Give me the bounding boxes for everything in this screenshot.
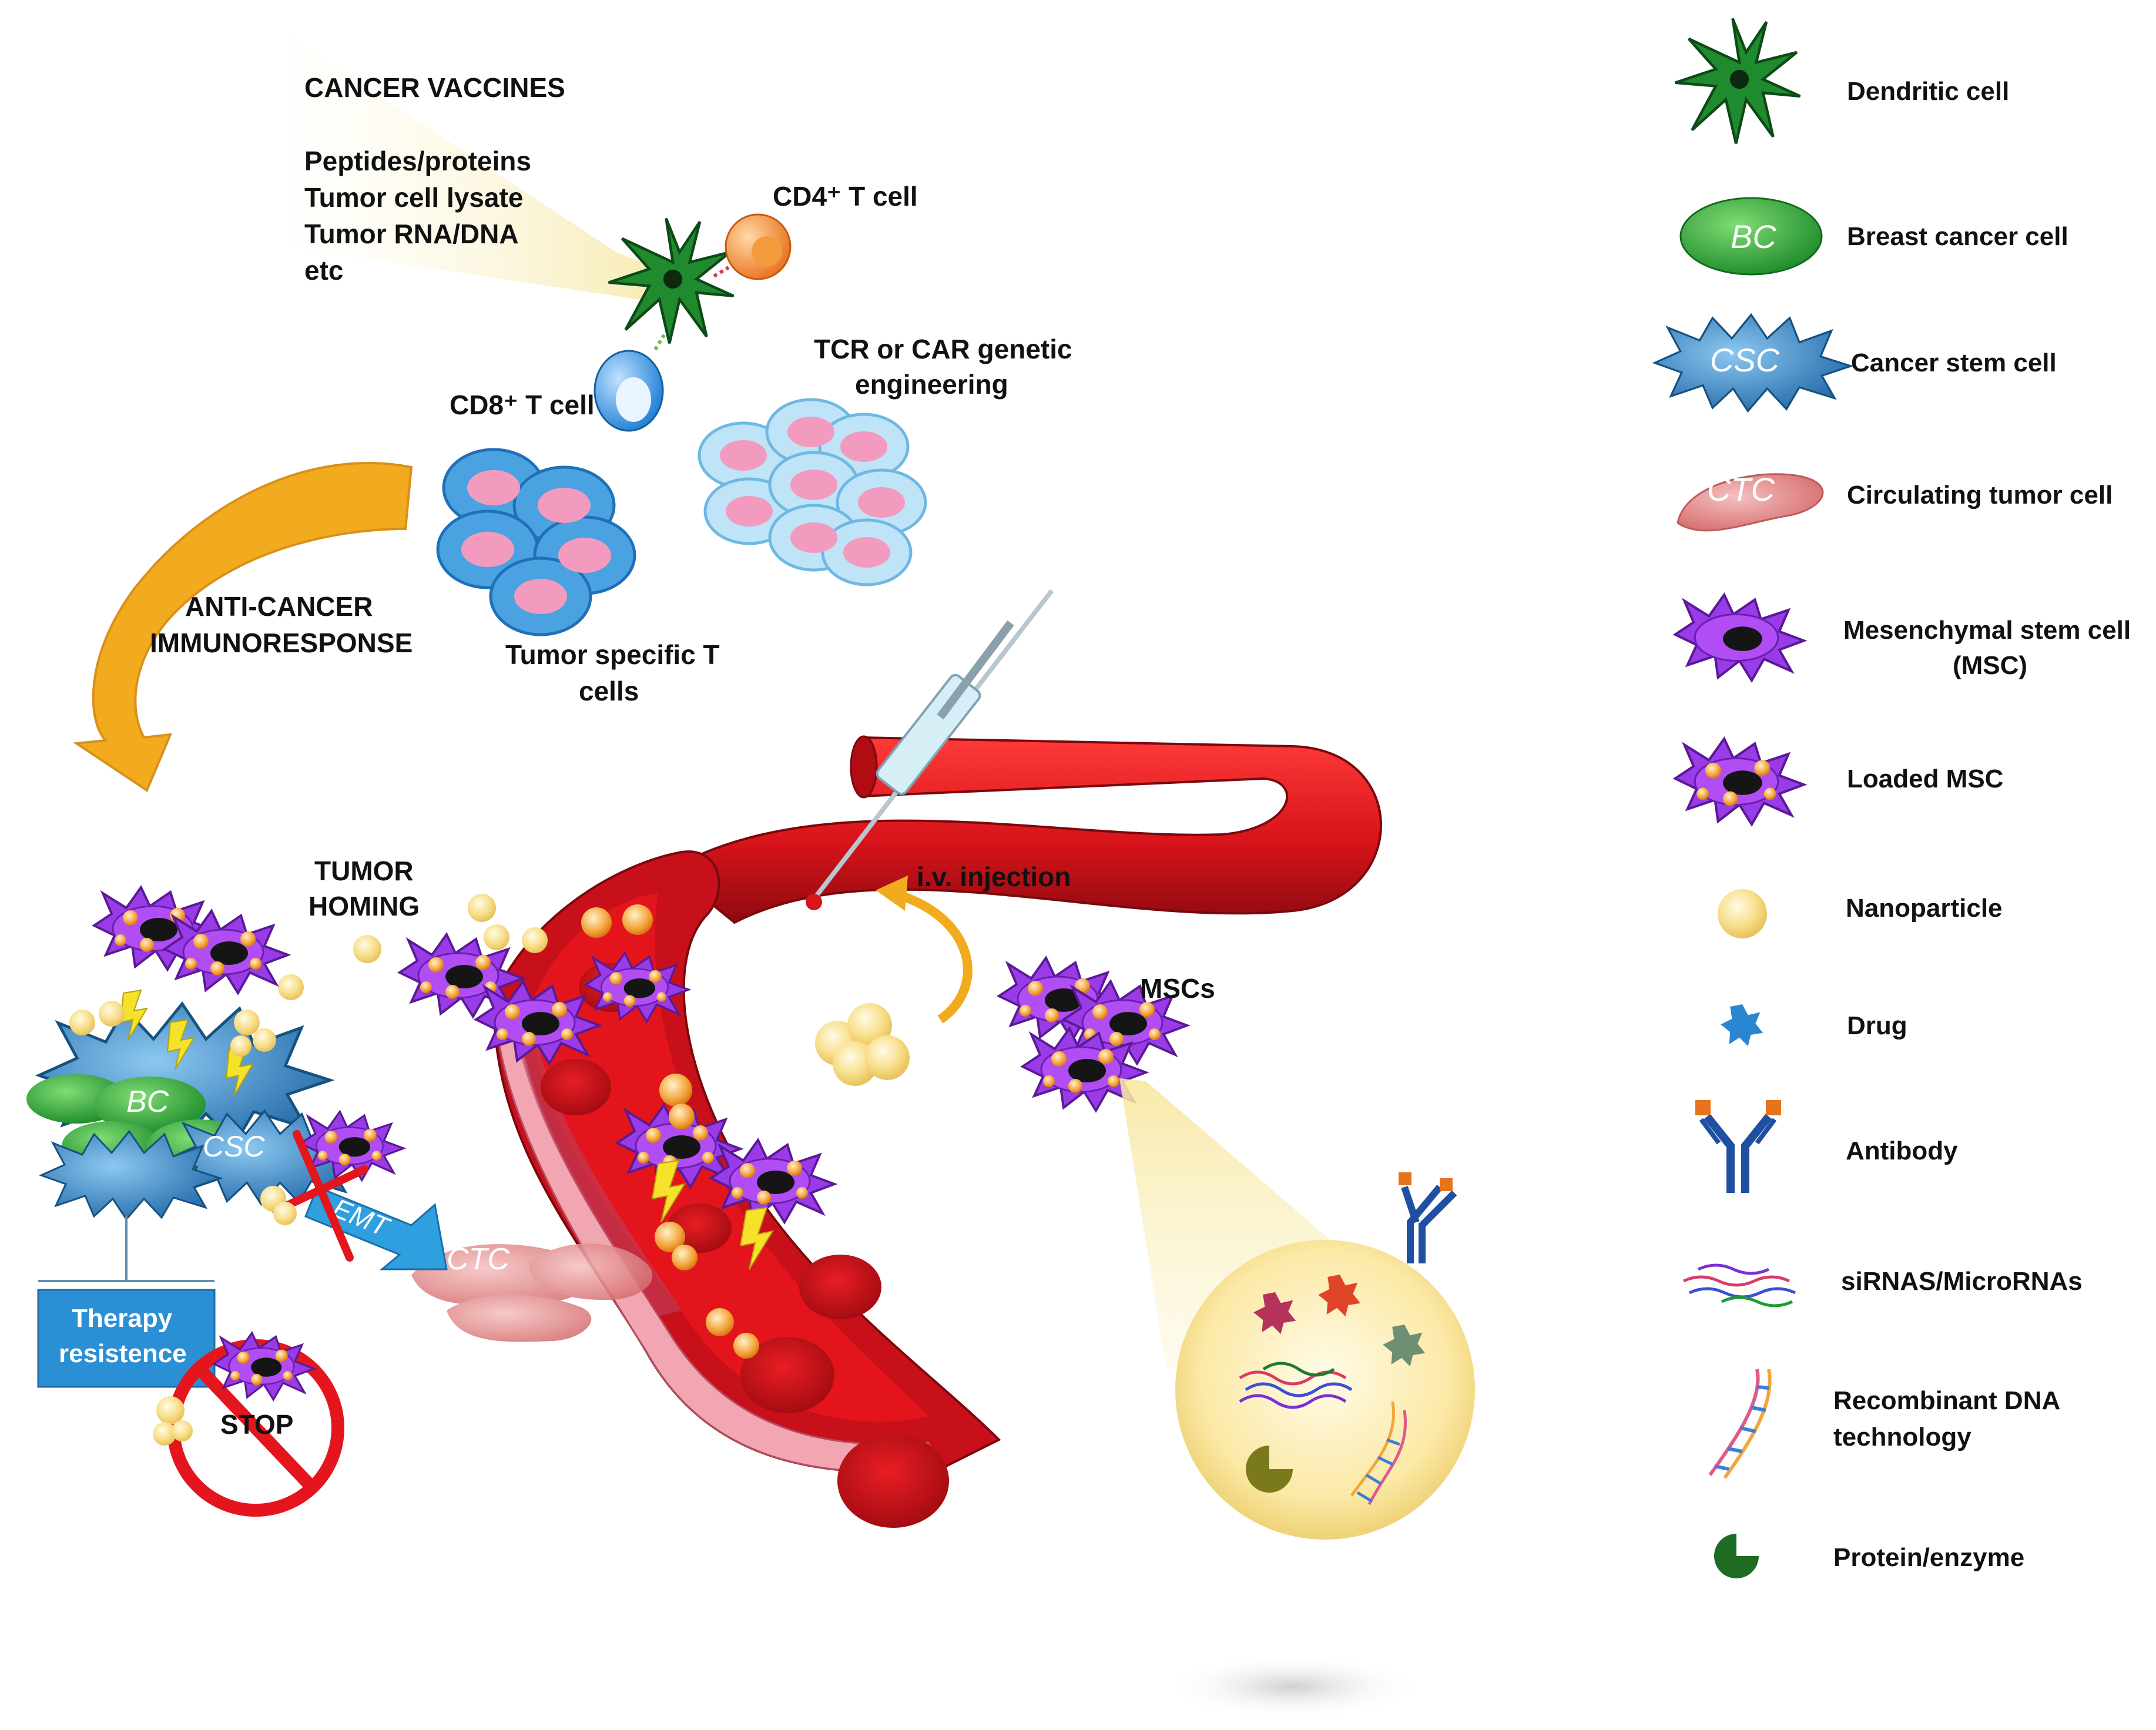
anti-cancer-label-2: IMMUNORESPONSE — [150, 628, 413, 658]
legend-label: Mesenchymal stem cell — [1843, 616, 2131, 645]
sirna-icon — [1682, 1263, 1796, 1307]
scattered-nanoparticles — [278, 894, 759, 1359]
legend-label: (MSC) — [1953, 651, 2027, 680]
circulating-tumor-cell-icon: CTC — [1676, 471, 1824, 532]
vaccine-beam — [288, 35, 682, 300]
cd4-t-cell-icon — [713, 213, 792, 280]
legend-label: Nanoparticle — [1846, 894, 2003, 923]
antibody-icon — [1695, 1100, 1781, 1193]
shadow — [1163, 1654, 1422, 1719]
emt-arrow: EMT — [304, 1186, 448, 1270]
mscs-label: MSCs — [1140, 973, 1215, 1004]
cancer-vaccines-title: CANCER VACCINES — [304, 72, 565, 103]
cd4-label: CD4⁺ T cell — [773, 181, 918, 212]
ctc-word: CTC — [447, 1242, 509, 1276]
protein-enzyme-icon — [1714, 1534, 1759, 1578]
cd8-label: CD8⁺ T cell — [450, 390, 595, 420]
csc-word: CSC — [203, 1130, 265, 1163]
vaccine-item: Peptides/proteins — [304, 146, 531, 176]
legend-label: Recombinant DNA — [1833, 1386, 2060, 1415]
dendritic-cell-icon — [1675, 19, 1800, 144]
nanoparticle-cluster — [815, 1003, 910, 1086]
legend-label: Loaded MSC — [1847, 765, 2003, 793]
tumor-homing-label-1: TUMOR — [314, 856, 414, 886]
bc-word: BC — [126, 1085, 169, 1119]
therapy-label-1: Therapy — [72, 1304, 173, 1333]
therapy-label-2: resistence — [59, 1339, 187, 1368]
antibody-icon — [1399, 1172, 1457, 1263]
legend-label: Breast cancer cell — [1847, 222, 2068, 251]
svg-text:CTC: CTC — [1707, 471, 1775, 508]
legend-label: Drug — [1847, 1011, 1907, 1040]
iv-injection-label: i.v. injection — [917, 861, 1071, 892]
tumor-specific-label-2: cells — [579, 676, 639, 706]
anti-cancer-label-1: ANTI-CANCER — [185, 591, 373, 622]
drug-icon — [1721, 1004, 1763, 1047]
cancer-stem-cell-icon: CSC — [1654, 313, 1852, 413]
breast-cancer-cell-icon: BC — [1679, 197, 1823, 276]
vaccine-item: Tumor cell lysate — [304, 182, 523, 213]
therapy-resistence-box: Therapy resistence — [37, 1289, 216, 1388]
legend-label: siRNAS/MicroRNAs — [1841, 1267, 2083, 1296]
zoom-circle — [1175, 1240, 1475, 1540]
legend: BC CSC CTC — [1654, 19, 2131, 1578]
legend-label: Dendritic cell — [1847, 77, 2009, 106]
lightning-icons — [651, 1159, 774, 1270]
vaccine-item: etc — [304, 255, 343, 286]
loaded-msc-icon — [1675, 739, 1804, 824]
syringe-icon — [806, 589, 1054, 910]
iv-injection-arrow — [876, 876, 973, 1024]
tumor-specific-t-cells — [436, 448, 636, 636]
legend-label: technology — [1833, 1423, 1971, 1451]
tcr-car-label-1: TCR or CAR genetic — [814, 334, 1072, 364]
legend-label: Cancer stem cell — [1851, 348, 2057, 377]
legend-label: Antibody — [1846, 1136, 1958, 1165]
cancer-vaccines-block: CANCER VACCINES Peptides/proteins Tumor … — [304, 72, 565, 286]
legend-label: Circulating tumor cell — [1847, 481, 2113, 509]
tcr-car-label-2: engineering — [855, 369, 1008, 400]
tumor-homing-label-2: HOMING — [309, 891, 420, 921]
msc-icon — [1675, 595, 1804, 680]
vaccine-item: Tumor RNA/DNA — [304, 219, 519, 249]
legend-label: Protein/enzyme — [1833, 1543, 2024, 1572]
ctc-cells — [411, 1243, 653, 1342]
engineered-t-cells — [698, 398, 927, 586]
svg-text:CSC: CSC — [1710, 341, 1780, 378]
emt-nanoparticles — [260, 1186, 297, 1225]
tumor-specific-label-1: Tumor specific T — [505, 639, 720, 670]
stop-label: STOP — [220, 1409, 293, 1440]
nanoparticle-icon — [1718, 889, 1767, 938]
dendritic-cell-icon — [609, 219, 734, 344]
tumor-mass: BC CSC — [26, 989, 363, 1221]
immunoresponse-arrow — [73, 462, 413, 793]
dna-icon — [1708, 1369, 1772, 1479]
svg-text:BC: BC — [1731, 218, 1776, 255]
cd8-t-cell-icon — [594, 334, 666, 432]
stop-sign-icon: STOP — [153, 1333, 344, 1517]
